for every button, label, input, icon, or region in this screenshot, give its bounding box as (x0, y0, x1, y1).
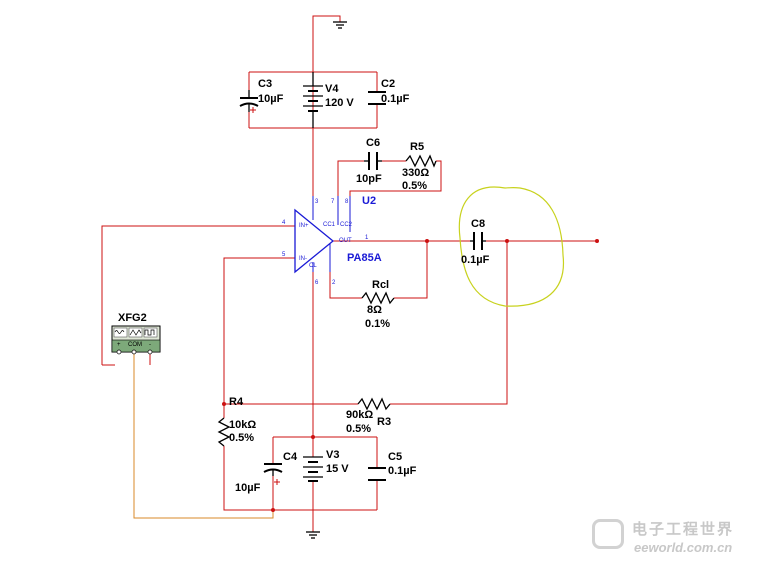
capacitor-c3-symbol (239, 90, 259, 112)
r4-tol: 0.5% (229, 432, 255, 444)
r3-tol: 0.5% (346, 423, 372, 435)
pin-3: 3 (315, 199, 319, 205)
pin-cl-label: CL (309, 263, 317, 269)
pin-cc2-label: CC2 (340, 222, 353, 228)
c6-ref: C6 (366, 137, 381, 149)
capacitor-c2-symbol (368, 91, 386, 105)
c4-ref: C4 (283, 451, 298, 463)
r5-value: 330Ω (402, 167, 430, 179)
polarity-marks (250, 107, 280, 485)
c3-ref: C3 (258, 78, 273, 90)
r4-value: 10kΩ (229, 419, 257, 431)
rcl-tol: 0.1% (365, 318, 391, 330)
capacitor-c8-symbol (470, 232, 486, 250)
pin-cc1-label: CC1 (323, 222, 336, 228)
pin-2: 2 (332, 280, 336, 286)
pin-in-minus-label: IN- (299, 256, 307, 262)
pin-5: 5 (282, 252, 286, 258)
resistor-rcl-symbol (361, 291, 395, 305)
pin-in-plus-label: IN+ (299, 223, 309, 229)
u2-part: PA85A (347, 252, 382, 264)
watermark-cn: 电子工程世界 (632, 521, 735, 538)
xfg2-ref: XFG2 (118, 312, 147, 324)
opamp-u2-symbol (294, 196, 351, 274)
v4-value: 120 V (325, 97, 354, 109)
capacitor-c4-symbol (263, 463, 283, 476)
capacitor-c5-symbol (368, 467, 386, 481)
r4-ref: R4 (229, 396, 244, 408)
resistor-r4-symbol (217, 417, 231, 447)
pin-7: 7 (331, 199, 335, 205)
c2-ref: C2 (381, 78, 396, 90)
c2-value: 0.1µF (381, 93, 410, 105)
highlight-annotation (458, 186, 565, 307)
ground-symbol-top (333, 21, 347, 29)
probe-wire (133, 352, 274, 519)
pin-1: 1 (365, 235, 369, 241)
rcl-ref: Rcl (372, 279, 390, 291)
rcl-value: 8Ω (367, 304, 382, 316)
battery-v3-symbol (303, 456, 323, 482)
resistor-r3-symbol (357, 397, 391, 411)
xfg2-plus: + (117, 342, 121, 348)
c4-value: 10µF (235, 482, 261, 494)
c6-value: 10pF (356, 173, 382, 185)
capacitor-c6-symbol (364, 152, 382, 170)
r5-tol: 0.5% (402, 180, 428, 192)
watermark-logo-icon (592, 519, 624, 549)
c8-ref: C8 (471, 218, 486, 230)
pin-6: 6 (315, 280, 319, 286)
pin-out-label: OUT (339, 238, 352, 244)
v3-value: 15 V (326, 463, 349, 475)
c3-value: 10µF (258, 93, 284, 105)
wires (101, 15, 597, 532)
resistor-r5-symbol (405, 154, 437, 168)
c8-value: 0.1µF (461, 254, 490, 266)
junctions (222, 239, 599, 512)
xfg2-minus: - (149, 342, 151, 348)
ground-symbol-bottom (306, 531, 320, 539)
xfg2-com: COM (128, 342, 142, 348)
watermark-en: eeworld.com.cn (634, 540, 733, 555)
v3-ref: V3 (326, 449, 340, 461)
battery-v4-symbol (303, 72, 323, 128)
c5-value: 0.1µF (388, 465, 417, 477)
r3-ref: R3 (377, 416, 392, 428)
pin-4: 4 (282, 220, 286, 226)
r3-value: 90kΩ (346, 409, 374, 421)
pin-8: 8 (345, 199, 349, 205)
c5-ref: C5 (388, 451, 403, 463)
v4-ref: V4 (325, 83, 339, 95)
r5-ref: R5 (410, 141, 425, 153)
u2-ref: U2 (362, 195, 377, 207)
function-generator-xfg2[interactable] (111, 325, 161, 355)
